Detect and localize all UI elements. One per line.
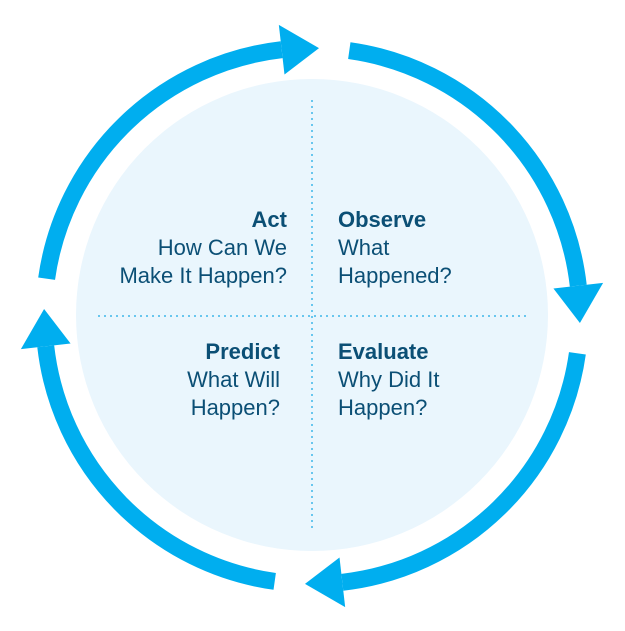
arrowhead-icon <box>278 24 320 75</box>
quadrant-line: Happen? <box>338 395 428 420</box>
quadrant-title: Evaluate <box>338 339 429 364</box>
arrow-predict-to-act <box>37 345 276 590</box>
quadrant-line: Happened? <box>338 263 452 288</box>
inner-circle <box>76 79 548 551</box>
quadrant-title: Predict <box>205 339 280 364</box>
arrowhead-icon <box>20 308 71 350</box>
arrow-observe-to-evaluate <box>348 42 587 287</box>
quadrant-line: What Will <box>187 367 280 392</box>
quadrant-act: Act How Can We Make It Happen? <box>119 206 287 290</box>
quadrant-line: What <box>338 235 390 260</box>
quadrant-line: Make It Happen? <box>119 263 287 288</box>
arrow-act-to-observe <box>38 41 283 280</box>
quadrant-line: Happen? <box>190 395 280 420</box>
quadrant-observe: Observe What Happened? <box>338 206 452 290</box>
quadrant-line: How Can We <box>157 235 287 260</box>
arrowhead-icon <box>553 282 604 324</box>
quadrant-predict: Predict What Will Happen? <box>187 338 280 422</box>
arrow-evaluate-to-predict <box>341 352 586 591</box>
arrowhead-icon <box>304 557 346 608</box>
quadrant-title: Observe <box>338 207 427 232</box>
quadrant-line: Why Did It <box>338 367 440 392</box>
quadrant-title: Act <box>251 207 287 232</box>
quadrant-evaluate: Evaluate Why Did It Happen? <box>338 338 439 422</box>
